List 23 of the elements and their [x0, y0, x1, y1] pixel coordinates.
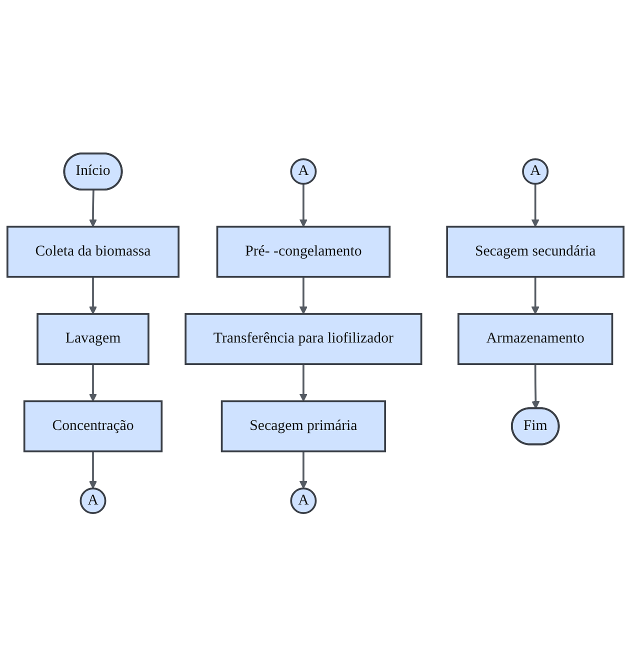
- arrow: [88, 190, 98, 228]
- arrow: [531, 184, 540, 228]
- node-box: Coleta da biomassa: [6, 226, 180, 278]
- node-box: Concentração: [23, 400, 163, 452]
- node-box: Secagem secundária: [446, 226, 624, 278]
- arrow: [299, 452, 308, 490]
- node-box: Transferência para liofilizador: [184, 313, 422, 366]
- node-box: Secagem primária: [220, 400, 386, 452]
- arrow: [88, 277, 98, 315]
- node-circle: A: [522, 158, 549, 185]
- node-box: Armazenamento: [458, 313, 614, 366]
- arrow: [299, 277, 308, 315]
- arrow: [88, 364, 98, 402]
- arrow: [299, 364, 308, 402]
- arrow: [532, 364, 540, 410]
- arrow: [299, 184, 308, 228]
- arrow: [531, 277, 540, 315]
- node-box: Pré- -congelamento: [216, 226, 391, 278]
- arrow: [88, 452, 98, 490]
- node-circle: A: [80, 488, 106, 514]
- node-circle: A: [290, 488, 317, 514]
- node-box: Lavagem: [36, 313, 150, 366]
- node-circle: A: [290, 158, 317, 185]
